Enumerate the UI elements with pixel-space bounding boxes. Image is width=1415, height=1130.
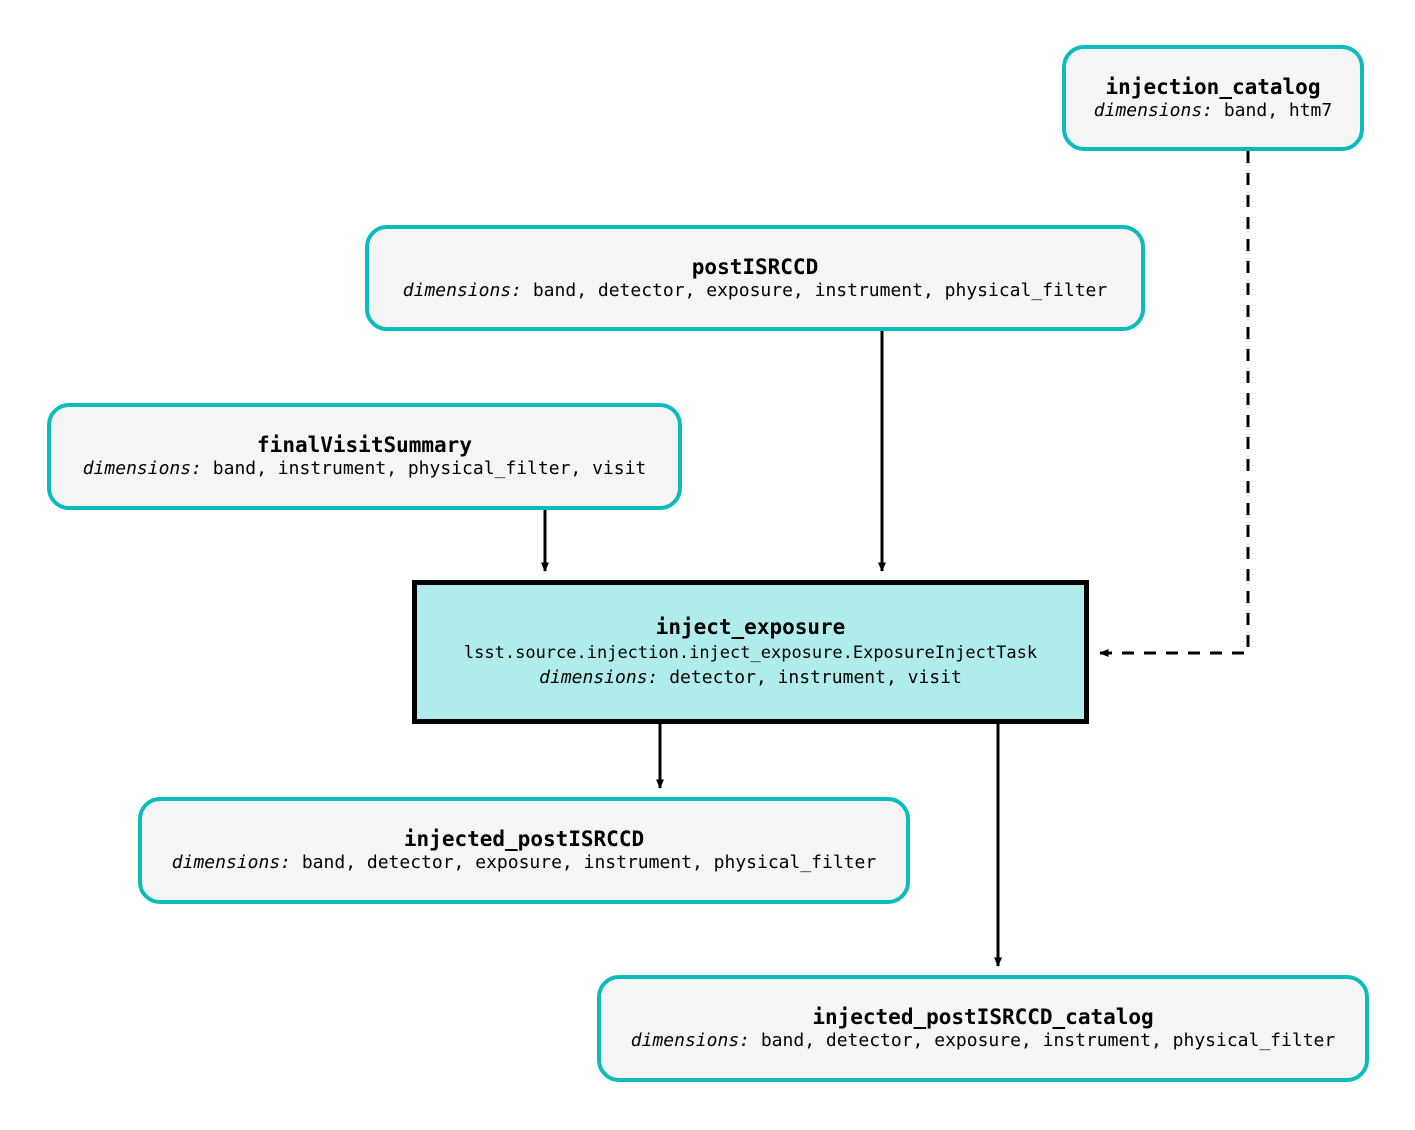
node-injection-catalog[interactable]: injection_catalog dimensions: band, htm7 [1062, 45, 1364, 151]
node-title: finalVisitSummary [257, 433, 472, 458]
dimensions-value: band, detector, exposure, instrument, ph… [532, 279, 1108, 301]
node-injected-postisrccd[interactable]: injected_postISRCCD dimensions: band, de… [138, 797, 910, 904]
dimensions-label: dimensions: [402, 279, 522, 301]
node-dimensions: dimensions: band, detector, exposure, in… [172, 852, 876, 874]
dimensions-value: band, htm7 [1223, 99, 1333, 121]
dimensions-value: detector, instrument, visit [669, 666, 962, 688]
node-dimensions: dimensions: band, detector, exposure, in… [631, 1030, 1335, 1052]
node-finalvisitsummary[interactable]: finalVisitSummary dimensions: band, inst… [47, 403, 682, 510]
dimensions-label: dimensions: [171, 852, 291, 874]
node-inject-exposure-task[interactable]: inject_exposure lsst.source.injection.in… [412, 580, 1089, 724]
dimensions-value: band, detector, exposure, instrument, ph… [760, 1030, 1336, 1052]
dimensions-label: dimensions: [1093, 99, 1213, 121]
node-dimensions: dimensions: band, htm7 [1094, 100, 1332, 122]
node-title: injection_catalog [1105, 74, 1321, 99]
task-class-path: lsst.source.injection.inject_exposure.Ex… [463, 642, 1038, 663]
node-dimensions: dimensions: band, instrument, physical_f… [83, 458, 647, 480]
dimensions-value: band, instrument, physical_filter, visit [212, 458, 647, 480]
node-title: inject_exposure [655, 615, 846, 640]
node-postisrccd[interactable]: postISRCCD dimensions: band, detector, e… [365, 225, 1145, 331]
dimensions-label: dimensions: [630, 1030, 750, 1052]
node-title: injected_postISRCCD [403, 827, 645, 852]
node-dimensions: dimensions: detector, instrument, visit [539, 667, 962, 689]
dimensions-label: dimensions: [82, 458, 202, 480]
node-dimensions: dimensions: band, detector, exposure, in… [403, 280, 1107, 302]
dimensions-value: band, detector, exposure, instrument, ph… [301, 852, 877, 874]
node-title: postISRCCD [691, 254, 819, 279]
node-title: injected_postISRCCD_catalog [812, 1005, 1154, 1030]
node-injected-postisrccd-catalog[interactable]: injected_postISRCCD_catalog dimensions: … [597, 975, 1369, 1082]
dimensions-label: dimensions: [539, 666, 659, 688]
